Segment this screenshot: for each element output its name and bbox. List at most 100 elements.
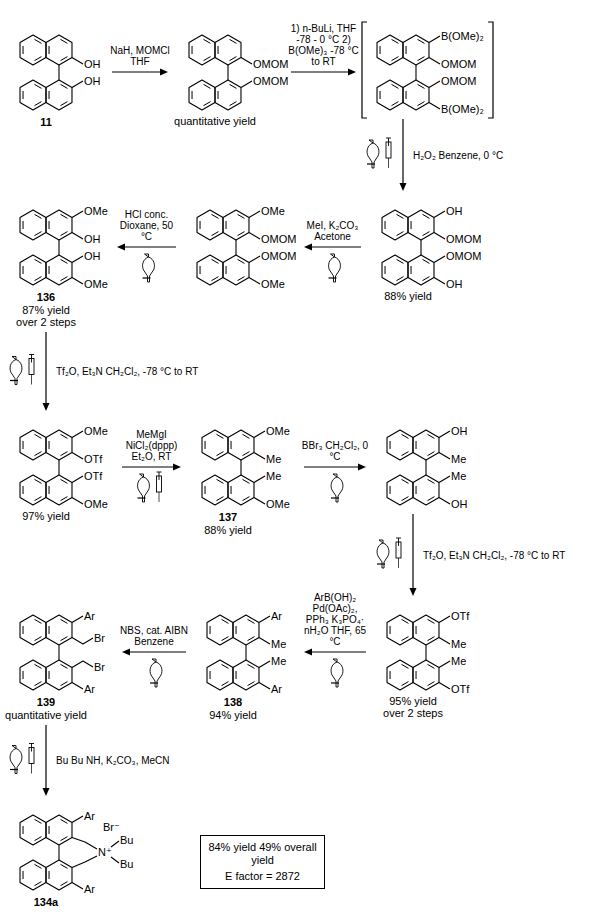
double-bond [385, 221, 386, 229]
arrow-shaft [412, 514, 413, 589]
syringe-needle [31, 764, 32, 774]
atom-label: B(OMe)₂ [441, 102, 484, 116]
double-bond [231, 486, 232, 494]
atom-label: Br [94, 631, 105, 645]
structure-drawing [3, 800, 143, 900]
atom-label: OMe [84, 277, 108, 291]
double-bond [34, 434, 41, 438]
funnel-icon [143, 254, 155, 282]
double-bond [34, 39, 41, 43]
ring-bond [20, 35, 46, 65]
compound-number: 134a [1, 895, 91, 909]
double-bond [390, 486, 391, 494]
biaryl-bond [58, 845, 59, 860]
double-bond [34, 277, 41, 281]
ring-bond [46, 815, 72, 845]
double-bond [401, 619, 408, 623]
atom-label: Me [451, 654, 466, 668]
double-bond [49, 91, 50, 99]
funnel-stopcock [150, 682, 158, 683]
ring-bond [387, 430, 413, 460]
atom-label: Bu [120, 833, 133, 847]
substituent-bond [72, 638, 93, 645]
arrow-shaft [124, 246, 176, 247]
substituent-bond [434, 233, 445, 240]
substituent-bond [111, 841, 119, 847]
biaryl-bond [415, 65, 416, 80]
double-bond [60, 837, 67, 841]
double-bond [203, 39, 210, 43]
biaryl-bond [235, 240, 236, 255]
double-bond [210, 626, 211, 634]
double-bond [242, 452, 249, 456]
substituent-bond [249, 211, 260, 218]
atom-label: Me [271, 637, 286, 651]
reagent-label: MeI, K₂CO₃ Acetone [300, 220, 365, 242]
substituent-bond [259, 683, 270, 690]
reaction-arrow [291, 69, 356, 76]
yield-text: 95% yield over 2 steps [378, 695, 448, 719]
reaction-arrow [122, 464, 181, 471]
arrow-head [117, 244, 125, 251]
double-bond [221, 637, 228, 641]
compound-structure: OTfMeMeOTf95% yield over 2 steps [370, 600, 485, 719]
syringe-needle [159, 492, 160, 502]
ring-bond [46, 430, 72, 460]
ring-bond [408, 255, 434, 285]
biaryl-bond [58, 460, 59, 475]
yield-text: quantitative yield [170, 115, 260, 127]
double-bond [427, 434, 434, 438]
atom-label: Ar [84, 882, 95, 896]
ring-bond [46, 255, 72, 285]
double-bond [417, 57, 424, 61]
double-bond [229, 102, 236, 106]
caption-block: 134a [1, 895, 91, 909]
double-bond [226, 221, 227, 229]
double-bond [34, 682, 41, 686]
atom-label: Me [451, 452, 466, 466]
atom-label: OMOM [253, 57, 288, 71]
double-bond [49, 626, 50, 634]
ring-bond [233, 660, 259, 690]
double-bond [211, 277, 218, 281]
reagent-label: H₂O₂ Benzene, 0 °C [413, 150, 563, 161]
compound-structure: ArBrBrAr139quantitative yield [3, 600, 118, 721]
substituent-bond [249, 233, 260, 240]
atom-label: OMe [261, 204, 285, 218]
double-bond [391, 57, 398, 61]
double-bond [236, 671, 237, 679]
atom-label: Ar [84, 809, 95, 823]
ring-bond [223, 210, 249, 240]
substituent-bond [439, 638, 450, 645]
double-bond [211, 259, 218, 263]
compound-structure: B(OMe)₂OMOMOMOMB(OMe)₂ [360, 20, 495, 115]
atom-label: OMe [261, 277, 285, 291]
arrow-shaft [45, 725, 46, 789]
double-bond [34, 479, 41, 483]
arrow-head [348, 69, 356, 76]
syringe-needle [398, 558, 399, 568]
biaryl-bond [240, 460, 241, 475]
compound-structure: OMeOMOMOMOMOMe [180, 195, 300, 290]
ring-bond [413, 475, 439, 505]
arrow-head [358, 464, 366, 471]
substituent-bond [254, 476, 265, 483]
ring-bond [20, 80, 46, 110]
atom-label: OH [84, 249, 101, 263]
biaryl-bond [245, 645, 246, 660]
syringe-plunger [386, 138, 391, 139]
double-bond [390, 441, 391, 449]
atom-label: OTf [84, 469, 102, 483]
biaryl-bond [425, 460, 426, 475]
double-bond [34, 214, 41, 218]
double-bond [34, 819, 41, 823]
double-bond [60, 819, 67, 823]
reaction-arrow [304, 649, 366, 656]
double-bond [34, 452, 41, 456]
substituent-bond [72, 838, 97, 850]
double-bond [49, 671, 50, 679]
ring-bond [20, 210, 46, 240]
atom-label: OMe [84, 424, 108, 438]
double-bond [242, 497, 249, 501]
compound-structure: OMeMeMeOMe13788% yield [185, 415, 300, 536]
